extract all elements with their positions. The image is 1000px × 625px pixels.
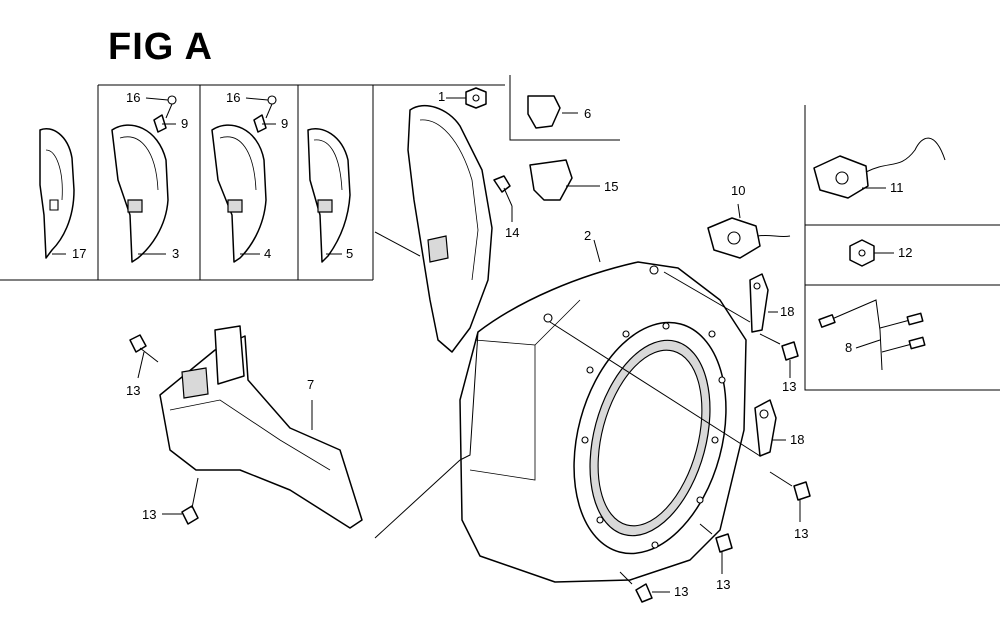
callout-16-left: 16 xyxy=(126,90,141,105)
recoil-cover-3 xyxy=(111,124,169,263)
recoil-cover-4 xyxy=(211,124,267,263)
wire-harness-8 xyxy=(818,299,926,371)
figure-title: FIG A xyxy=(108,26,213,68)
bolt-13-b xyxy=(181,477,199,525)
bolt-13-a xyxy=(129,334,159,363)
callout-15: 15 xyxy=(604,179,619,194)
clip-15 xyxy=(529,159,573,201)
variant-panel-boxes xyxy=(0,84,505,281)
callout-18-lower: 18 xyxy=(790,432,805,447)
bolt-14 xyxy=(493,175,513,207)
bracket-18-lower xyxy=(754,399,777,457)
callout-18-upper: 18 xyxy=(780,304,795,319)
bolt-13-f xyxy=(619,571,653,603)
callout-13-f: 13 xyxy=(674,584,689,599)
recoil-cover-17 xyxy=(39,128,75,259)
nut-1 xyxy=(465,87,487,109)
callout-13-e: 13 xyxy=(716,577,731,592)
callout-1: 1 xyxy=(438,89,446,104)
bracket-18-upper xyxy=(749,273,769,333)
callout-10: 10 xyxy=(731,183,746,198)
callout-6: 6 xyxy=(584,106,592,121)
part-6-box xyxy=(509,75,620,141)
callout-5: 5 xyxy=(346,246,354,261)
bolt-13-e xyxy=(699,523,733,553)
callout-17: 17 xyxy=(72,246,87,261)
callout-12: 12 xyxy=(898,245,913,260)
callout-14: 14 xyxy=(505,225,520,240)
callout-3: 3 xyxy=(172,246,180,261)
nut-12 xyxy=(849,239,875,267)
callout-13-d: 13 xyxy=(794,526,809,541)
right-panel-boxes xyxy=(804,105,1000,391)
callout-4: 4 xyxy=(264,246,272,261)
leader-lines xyxy=(52,97,894,593)
callout-16-right: 16 xyxy=(226,90,241,105)
bolt-16-washer-9-right xyxy=(253,95,277,133)
blower-housing-2 xyxy=(374,261,747,583)
callout-8: 8 xyxy=(845,340,853,355)
callout-11: 11 xyxy=(890,180,904,195)
switch-11 xyxy=(813,137,946,199)
callout-13-a: 13 xyxy=(126,383,141,398)
air-deflector-7 xyxy=(159,325,363,529)
recoil-cover-main xyxy=(374,104,493,353)
bolt-13-c xyxy=(759,333,799,361)
callout-7: 7 xyxy=(307,377,315,392)
bolt-16-washer-9-left xyxy=(153,95,177,133)
switch-10 xyxy=(707,217,791,259)
callout-13-b: 13 xyxy=(142,507,157,522)
callout-13-c: 13 xyxy=(782,379,797,394)
callout-2: 2 xyxy=(584,228,592,243)
bolt-13-d xyxy=(769,471,811,501)
clip-6 xyxy=(527,95,561,129)
callout-9-right: 9 xyxy=(281,116,289,131)
recoil-cover-5 xyxy=(307,128,351,263)
callout-9-left: 9 xyxy=(181,116,189,131)
